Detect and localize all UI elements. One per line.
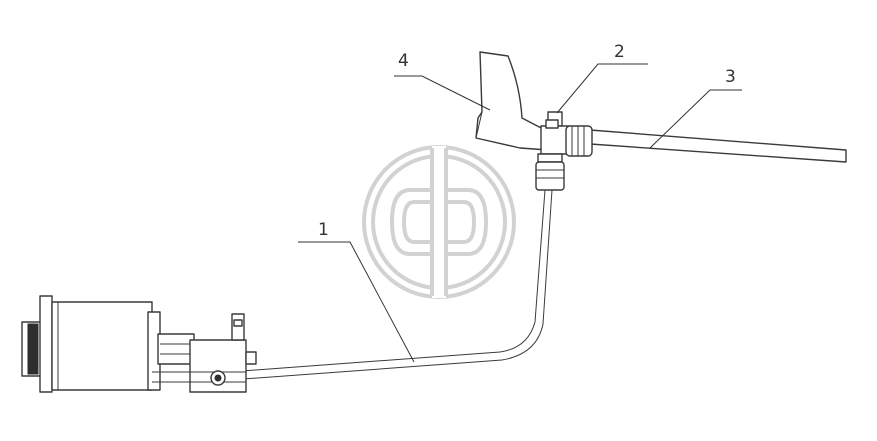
callout-1: 1 — [298, 220, 415, 363]
watermark-logo — [362, 145, 516, 299]
callout-label-2: 2 — [614, 42, 625, 62]
callout-label-1: 1 — [318, 220, 329, 240]
pipe-3 — [589, 129, 847, 163]
reservoir — [21, 295, 257, 393]
callout-3: 3 — [649, 67, 742, 149]
bracket-4 — [475, 51, 549, 151]
callout-2: 2 — [556, 42, 648, 114]
pipe-1 — [227, 189, 553, 381]
callout-label-3: 3 — [725, 67, 736, 87]
callout-label-4: 4 — [398, 51, 409, 71]
callout-4: 4 — [394, 51, 491, 111]
tee-fitting-2 — [535, 111, 593, 191]
